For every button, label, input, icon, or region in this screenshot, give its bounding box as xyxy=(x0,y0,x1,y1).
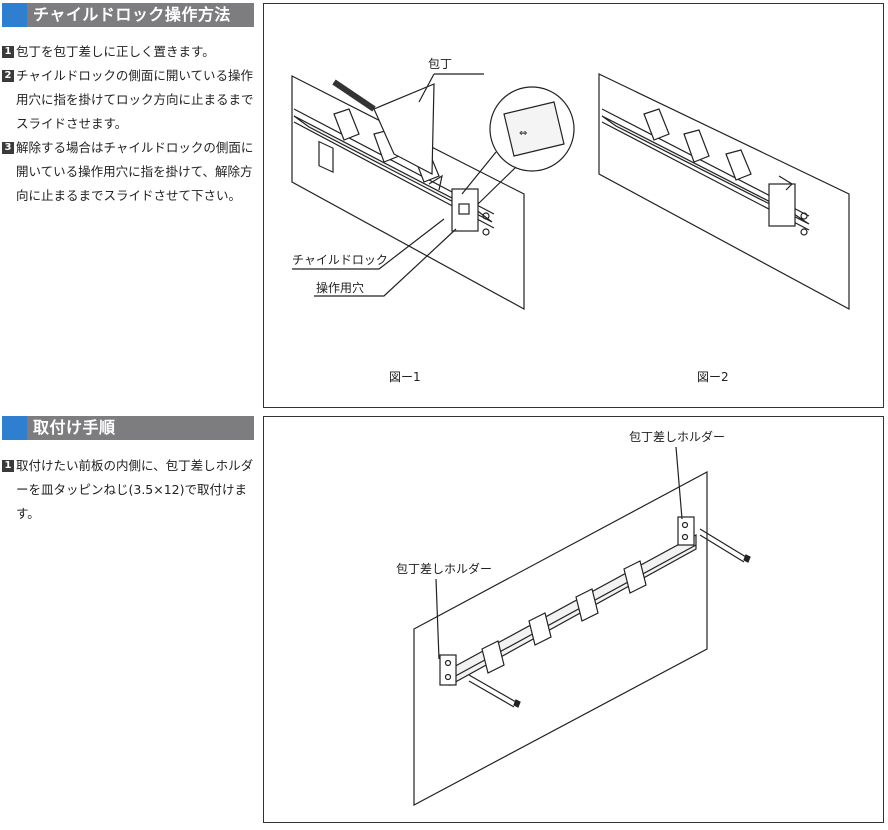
installation-steps: 1 取付けたい前板の内側に、包丁差しホルダーを皿タッピンねじ(3.5×12)で取… xyxy=(2,454,256,526)
label-knife: 包丁 xyxy=(428,57,452,71)
label-holder-right: 包丁差しホルダー xyxy=(629,429,725,444)
figure-panel-installation: 包丁差しホルダー 包丁差しホルダー xyxy=(263,416,884,823)
step-item: 2 チャイルドロックの側面に開いている操作用穴に指を掛けてロック方向に止まるまで… xyxy=(2,64,256,136)
step-item: 3 解除する場合はチャイルドロックの側面に開いている操作用穴に指を掛けて、解除方… xyxy=(2,136,256,208)
section-title: チャイルドロック操作方法 xyxy=(33,5,231,24)
label-child-lock: チャイルドロック xyxy=(292,253,388,267)
figure-panel-child-lock: ⇔ 包丁 チャイルドロック 操作用穴 図ー1 図ー2 xyxy=(263,3,884,408)
caption-figure-1: 図ー1 xyxy=(389,370,421,384)
knife-blade-shape xyxy=(373,83,435,175)
step-number: 3 xyxy=(2,142,14,154)
section-header-installation: 取付け手順 xyxy=(2,416,254,440)
step-text: チャイルドロックの側面に開いている操作用穴に指を掛けてロック方向に止まるまでスラ… xyxy=(16,68,254,131)
section-title: 取付け手順 xyxy=(33,418,116,437)
child-lock-steps: 1 包丁を包丁差しに正しく置きます。 2 チャイルドロックの側面に開いている操作… xyxy=(2,40,256,208)
section-header-child-lock: チャイルドロック操作方法 xyxy=(2,3,254,27)
front-board-shape-2 xyxy=(598,73,850,311)
caption-figure-2: 図ー2 xyxy=(697,370,729,384)
step-number: 1 xyxy=(2,460,14,472)
step-text: 解除する場合はチャイルドロックの側面に開いている操作用穴に指を掛けて、解除方向に… xyxy=(16,140,254,203)
header-accent-block xyxy=(2,3,27,27)
step-text: 包丁を包丁差しに正しく置きます。 xyxy=(16,44,215,59)
step-number: 1 xyxy=(2,46,14,58)
header-accent-block xyxy=(2,416,27,440)
installation-illustration: 包丁差しホルダー 包丁差しホルダー xyxy=(396,429,751,806)
step-item: 1 取付けたい前板の内側に、包丁差しホルダーを皿タッピンねじ(3.5×12)で取… xyxy=(2,454,256,526)
label-operation-hole: 操作用穴 xyxy=(316,280,364,295)
child-lock-illustration: ⇔ 包丁 チャイルドロック 操作用穴 図ー1 図ー2 xyxy=(291,57,850,384)
svg-text:⇔: ⇔ xyxy=(519,128,527,139)
front-board-panel xyxy=(413,470,708,806)
step-text: 取付けたい前板の内側に、包丁差しホルダーを皿タッピンねじ(3.5×12)で取付け… xyxy=(16,458,254,521)
step-number: 2 xyxy=(2,70,14,82)
label-holder-left: 包丁差しホルダー xyxy=(396,561,492,576)
step-item: 1 包丁を包丁差しに正しく置きます。 xyxy=(2,40,256,64)
